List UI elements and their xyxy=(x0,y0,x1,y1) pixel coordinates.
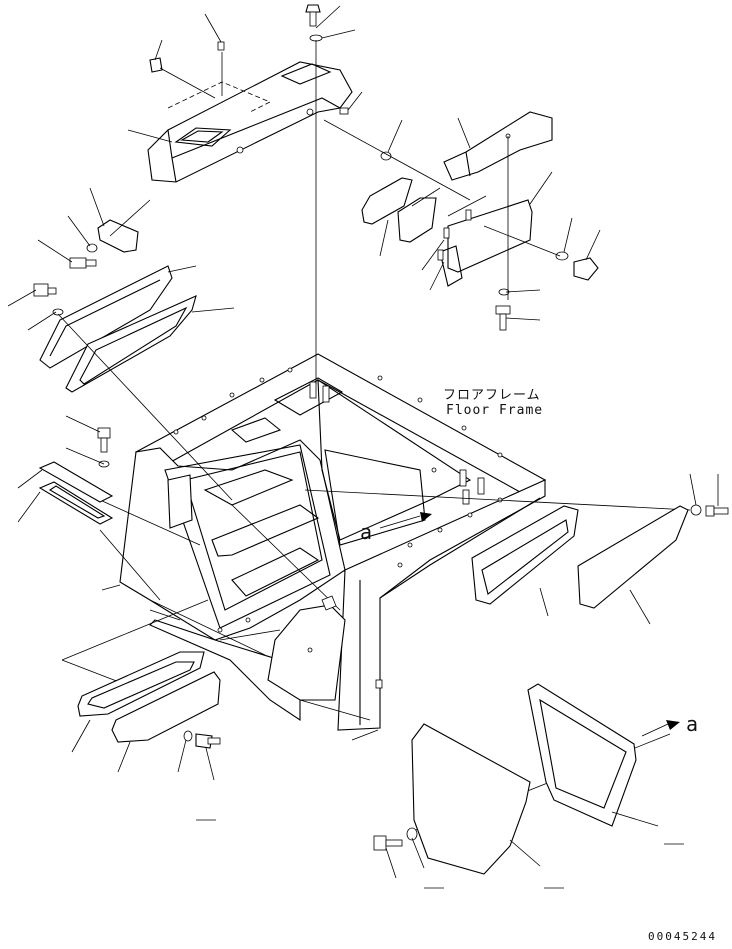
console-left-bracket xyxy=(89,187,151,253)
floor-frame-label-en: Floor Frame xyxy=(446,403,544,418)
left-upper-gasket xyxy=(65,295,235,393)
right-bracket xyxy=(421,171,553,291)
large-cover-fasteners xyxy=(373,827,425,879)
right-side-plate xyxy=(397,187,441,243)
left-upper-cover-plate xyxy=(39,265,197,369)
rear-gasket xyxy=(471,505,579,617)
floor-frame xyxy=(119,353,547,731)
view-arrow-2 xyxy=(641,720,680,737)
floor-frame-label-jp: フロアフレーム xyxy=(443,388,541,403)
large-cover-plate xyxy=(411,723,541,875)
left-middle-fasteners xyxy=(65,415,111,468)
view-arrow-1 xyxy=(379,512,432,529)
lower-left-cover xyxy=(111,671,221,773)
left-bolt-set-1 xyxy=(37,215,98,269)
right-cover-plate xyxy=(361,177,413,257)
right-side-fasteners xyxy=(323,119,601,331)
left-bracket-plate xyxy=(17,461,114,525)
rear-cover-plate xyxy=(577,505,689,625)
rear-right-fasteners xyxy=(689,473,729,517)
label-stubs xyxy=(196,819,684,889)
lower-left-gasket xyxy=(71,651,205,753)
frame-small-parts xyxy=(101,584,383,741)
view-marker-a-1: a xyxy=(360,520,373,544)
console-top-cover xyxy=(147,61,353,183)
top-fasteners xyxy=(127,4,363,143)
top-cover-guides xyxy=(159,40,317,384)
left-bolt-set-2 xyxy=(7,283,64,331)
right-upper-cover xyxy=(443,111,553,181)
view-marker-a-2: a xyxy=(686,712,699,736)
large-gasket-frame xyxy=(527,683,659,827)
lower-left-bolt xyxy=(177,730,221,781)
drawing-part-number: 00045244 xyxy=(648,930,717,943)
